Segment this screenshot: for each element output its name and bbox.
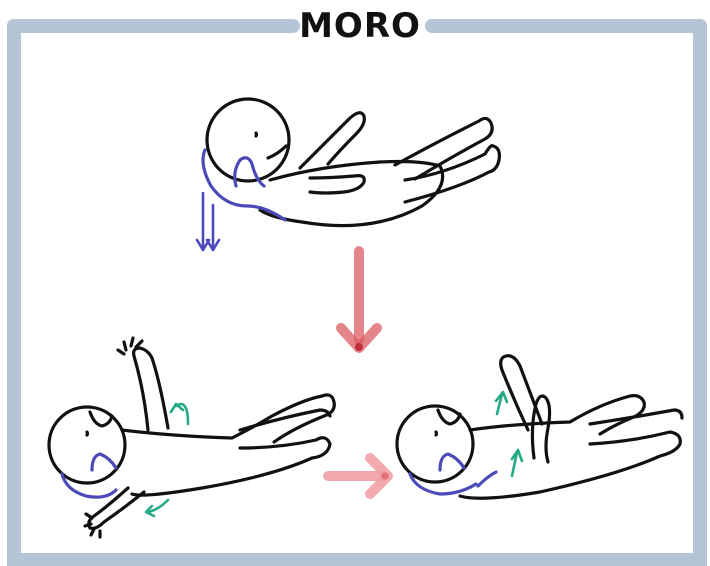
motion-arrow-icon [144,402,190,518]
head-support-icon [408,452,498,496]
transition-arrow-right [323,453,393,499]
baby-lying-figure [205,97,501,228]
diagram-title: MORO [299,4,421,48]
motion-arrow-icon [494,390,524,478]
head-support-icon [201,148,287,222]
frame [7,19,707,566]
drop-arrows-icon [195,191,221,252]
baby-arms-flexed-figure [395,354,684,500]
head-support-icon [60,452,118,499]
baby-arms-extended-figure [47,336,336,539]
transition-arrow-down [336,246,382,353]
